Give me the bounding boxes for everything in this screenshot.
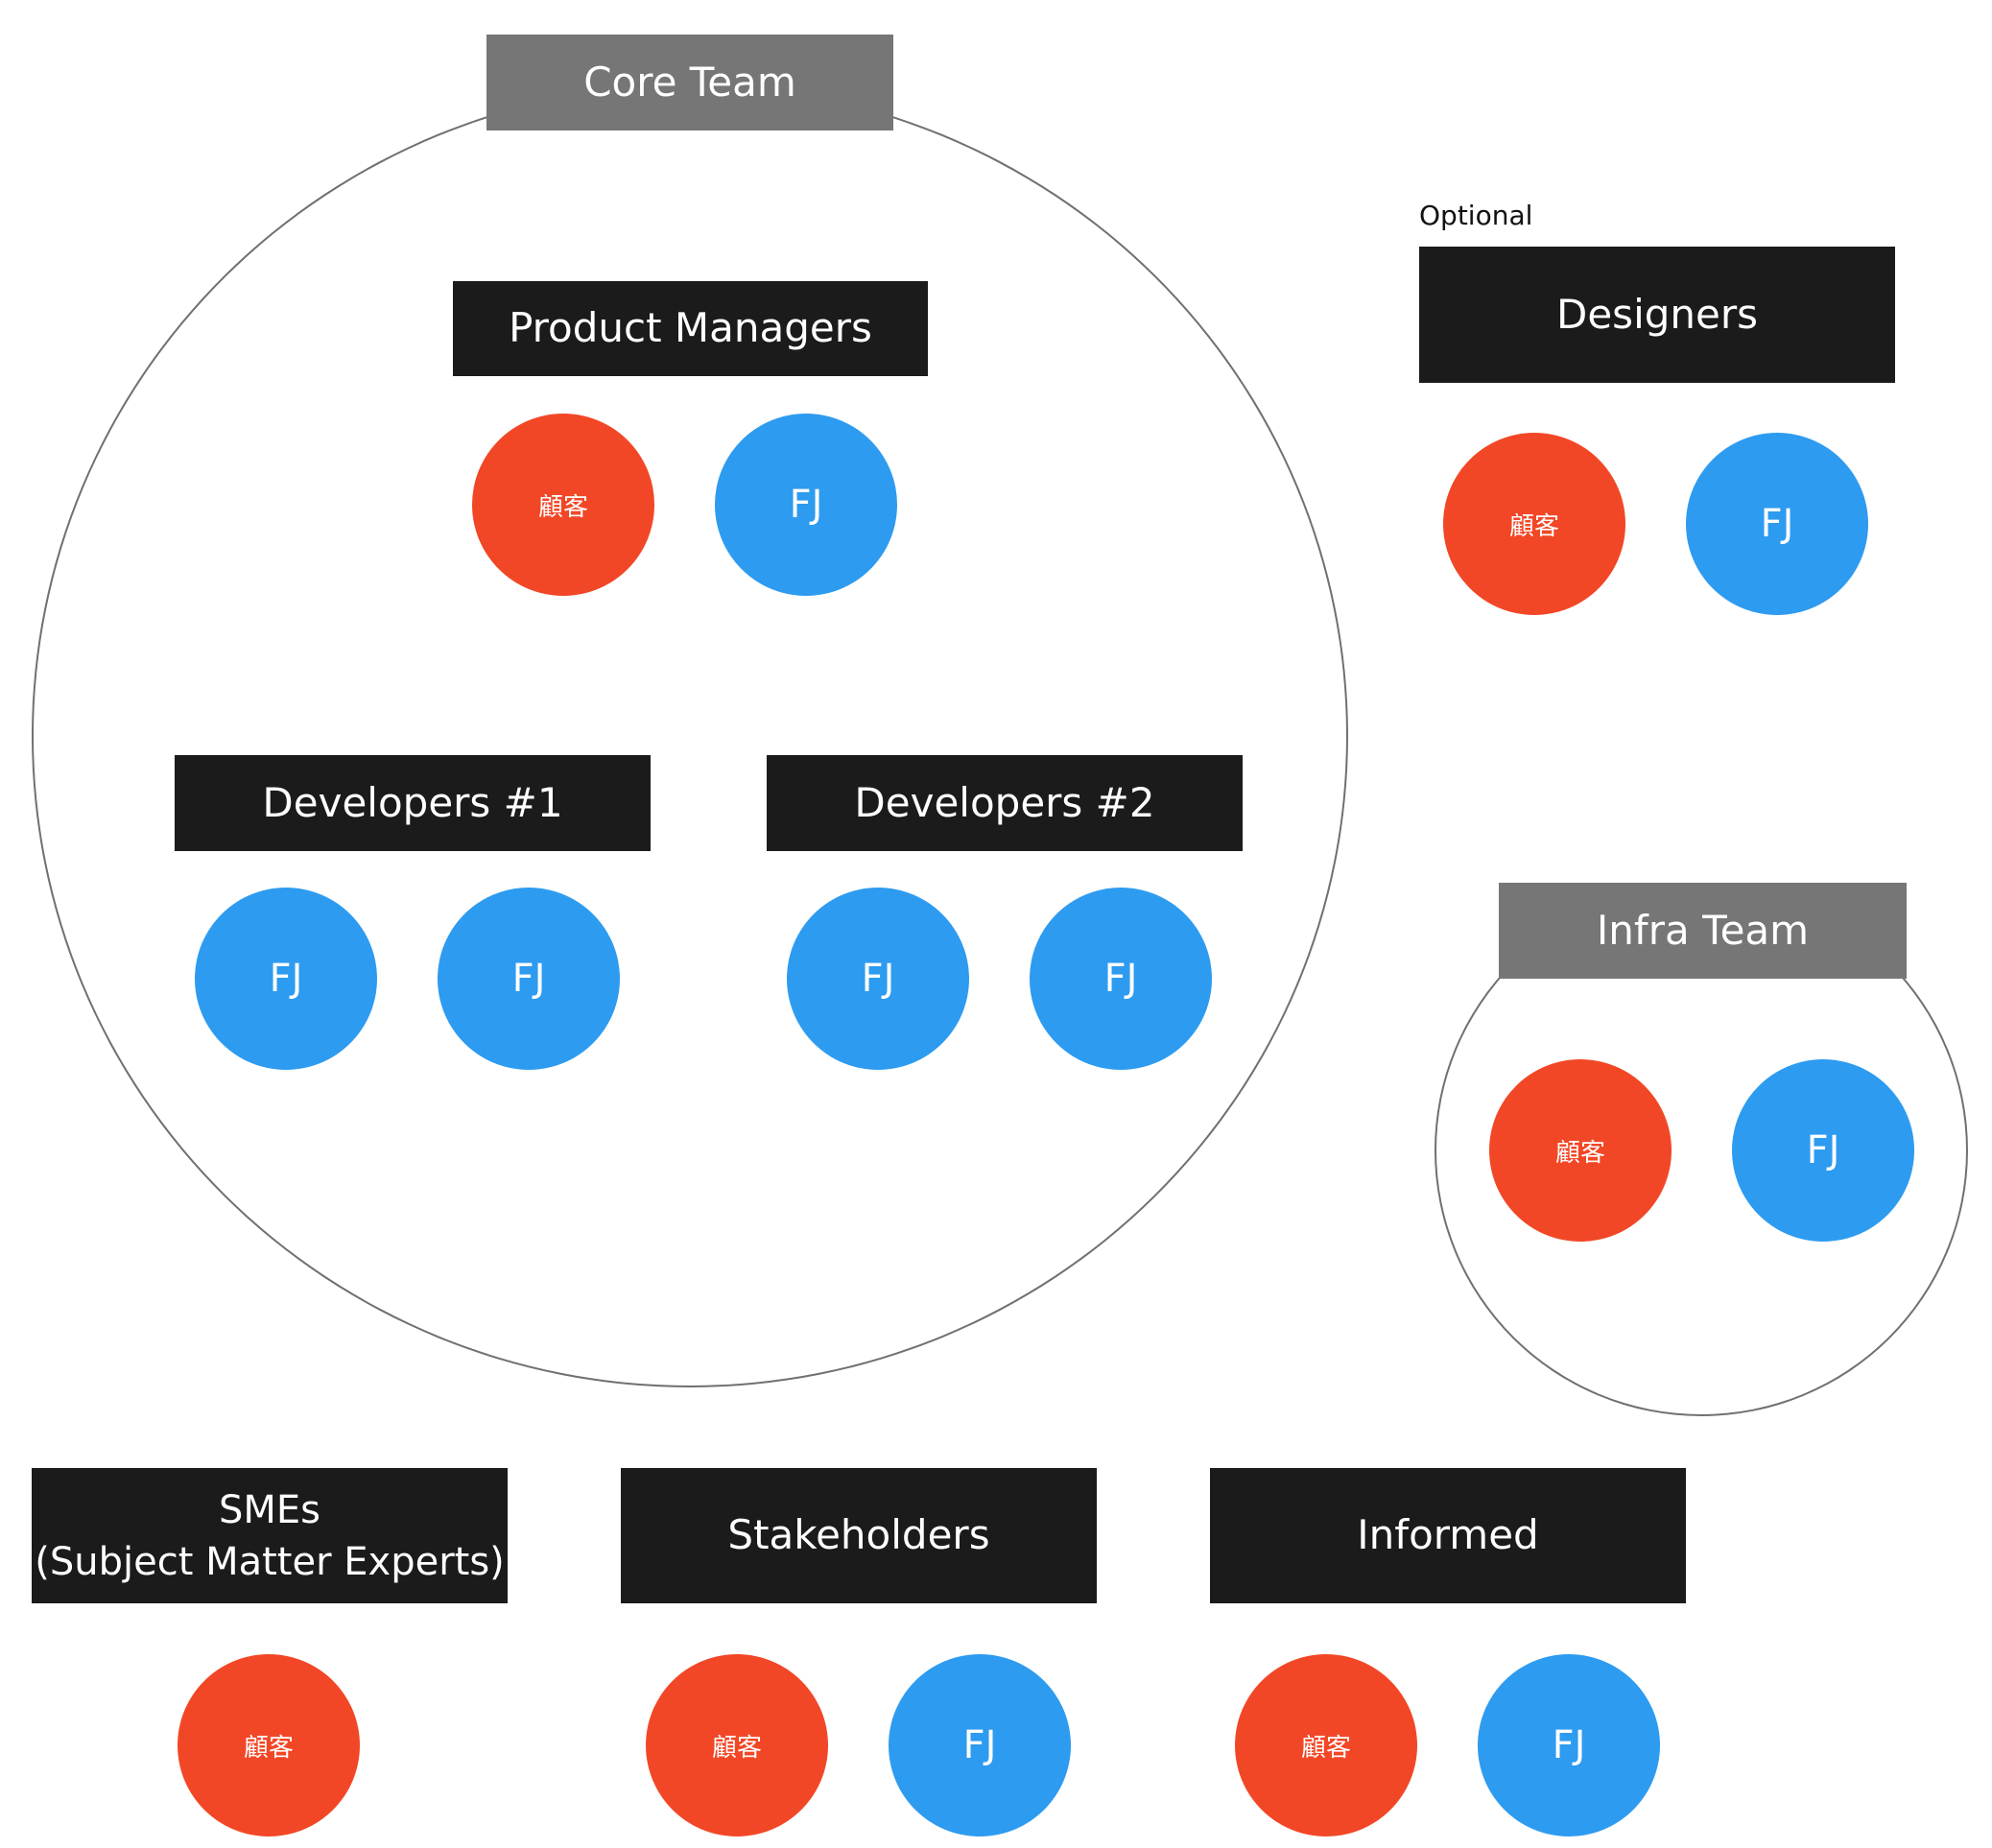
stakeholders-member-1: 顧客 [646, 1654, 828, 1836]
designers-member-2: FJ [1686, 433, 1868, 615]
developers-2-member-2: FJ [1030, 888, 1212, 1070]
designers-label: Designers [1419, 247, 1895, 383]
informed-label: Informed [1210, 1468, 1686, 1603]
product-managers-label: Product Managers [453, 281, 928, 376]
infra-team-label: Infra Team [1499, 883, 1907, 979]
smes-label: SMEs (Subject Matter Experts) [32, 1468, 508, 1603]
developers-1-member-1: FJ [195, 888, 377, 1070]
stakeholders-label: Stakeholders [621, 1468, 1097, 1603]
developers-2-member-1: FJ [787, 888, 969, 1070]
developers-2-label: Developers #2 [767, 755, 1243, 851]
product-managers-member-1: 顧客 [472, 414, 654, 596]
product-managers-member-2: FJ [715, 414, 897, 596]
developers-1-label: Developers #1 [175, 755, 651, 851]
informed-member-1: 顧客 [1235, 1654, 1417, 1836]
core-team-boundary [32, 84, 1348, 1387]
stakeholders-member-2: FJ [889, 1654, 1071, 1836]
infra-team-member-1: 顧客 [1489, 1059, 1672, 1242]
developers-1-member-2: FJ [438, 888, 620, 1070]
core-team-label: Core Team [486, 35, 893, 130]
infra-team-member-2: FJ [1732, 1059, 1914, 1242]
informed-member-2: FJ [1478, 1654, 1660, 1836]
designers-member-1: 顧客 [1443, 433, 1625, 615]
smes-member-1: 顧客 [178, 1654, 360, 1836]
designers-optional-note: Optional [1419, 200, 1533, 231]
